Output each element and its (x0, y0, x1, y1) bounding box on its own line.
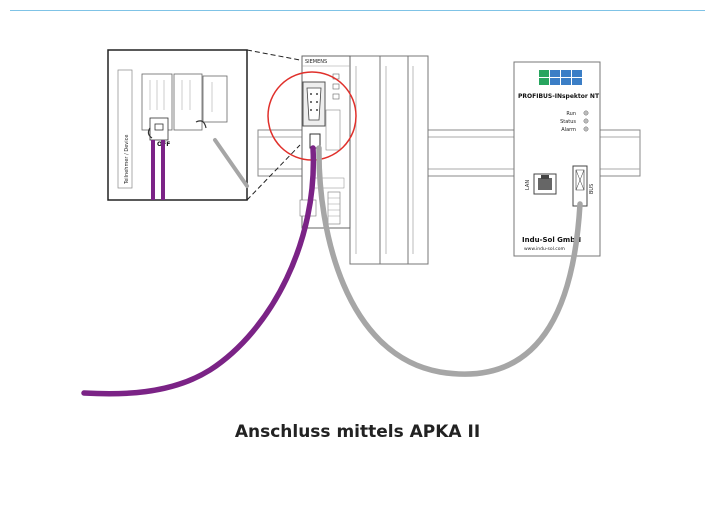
rotate-arrow-icon (195, 120, 207, 129)
device-title: PROFIBUS-INspektor NT (518, 93, 600, 100)
alarm-led-icon (583, 126, 589, 132)
plc-extra-modules (349, 55, 429, 265)
dsub-port (302, 81, 326, 127)
profibus-inspector-device: PROFIBUS-INspektor NT Run Status Alarm L… (513, 61, 601, 257)
induso-logo (539, 70, 582, 85)
rotate-arrow-icon-2 (147, 127, 153, 139)
figure-caption: Anschluss mittels APKA II (234, 422, 481, 442)
plc-terminal-block (327, 191, 341, 225)
status-led-icon (583, 118, 589, 124)
company-name: Indu-Sol GmbH (522, 236, 581, 244)
plc-brand-label: SIEMENS (305, 59, 327, 65)
led-label-alarm: Alarm (561, 127, 576, 133)
zoom-inset: Teilnehmer / Device OFF (107, 49, 301, 201)
lan-port (533, 173, 557, 195)
led-label-status: Status (560, 119, 576, 125)
lan-label: LAN (525, 180, 531, 190)
bus-connector (572, 165, 588, 207)
run-led-icon (583, 110, 589, 116)
top-divider (10, 10, 705, 11)
led-label-run: Run (566, 111, 576, 117)
profibus-cable (81, 145, 317, 397)
patch-cable (316, 145, 583, 377)
inset-side-label: Teilnehmer / Device (124, 135, 130, 185)
plc-cpu-module: SIEMENS (299, 55, 351, 229)
bus-label: BUS (589, 184, 595, 194)
connection-diagram: SIEMENS Teilnehmer / Dev (81, 49, 641, 397)
company-website: www.indu-sol.com (524, 246, 565, 252)
